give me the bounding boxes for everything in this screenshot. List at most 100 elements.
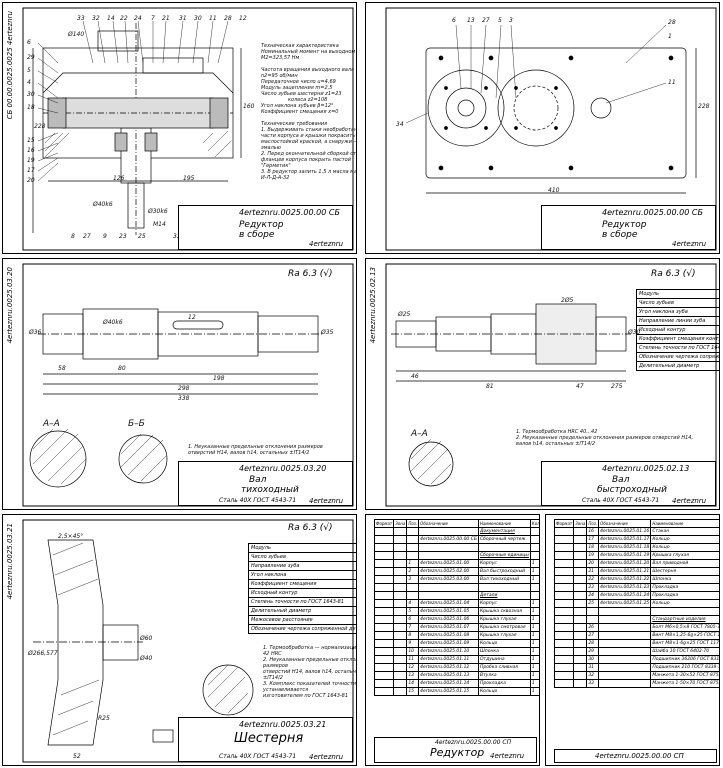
spec-cell: 22 — [586, 575, 600, 584]
part-label: 30 — [27, 91, 35, 98]
param-row: Степень точности по ГОСТ 1643-81-7-С — [636, 343, 719, 353]
spec-cell — [373, 655, 395, 664]
spec-cell: 4erteznru.0025.01.18 — [598, 543, 652, 552]
dim-label: 228 — [34, 123, 46, 130]
spec-cell — [573, 639, 588, 648]
spec-cell — [553, 679, 575, 688]
spec-cell: Прокладка — [650, 591, 719, 600]
spec-cell — [406, 583, 420, 592]
title-block: 4erteznru.0025.00.00 СП — [554, 749, 717, 763]
spec-cell — [598, 647, 652, 656]
dim-label: 2Ø5 — [561, 297, 574, 304]
drawing-title: Редуктор — [430, 746, 485, 759]
spec-cell — [393, 575, 408, 584]
spec-cell — [598, 679, 652, 688]
drawing-title: Редуктор — [239, 220, 284, 230]
param-row: Угол наклонаβ12° — [248, 570, 356, 580]
part-label: 3 — [509, 17, 513, 24]
param-row: Модульm2,5 — [248, 543, 356, 553]
part-label: 12 — [239, 15, 247, 22]
param-cell: Степень точности по ГОСТ 1643-81 — [248, 597, 356, 607]
spec-cell: Стакан — [650, 527, 719, 536]
param-row: Степень точности по ГОСТ 1643-81-7-С — [248, 597, 356, 607]
spec-cell — [393, 559, 408, 568]
part-label: 30 — [194, 15, 202, 22]
param-row: Коэффициент смещенияx0 — [248, 579, 356, 589]
spec-cell — [553, 567, 575, 576]
spec-cell — [393, 687, 408, 696]
spec-cell — [373, 599, 395, 608]
spec-header-cell: Наименование — [650, 519, 719, 528]
spec-header-cell: Наименование — [477, 519, 531, 528]
spec-cell: 29 — [586, 647, 600, 656]
spec-cell: 4erteznru.0025.01.16 — [598, 527, 652, 536]
spec-cell: 4erteznru.0025.01.17 — [598, 535, 652, 544]
spec-cell — [418, 551, 479, 560]
site-name: 4erteznru — [672, 497, 707, 505]
spec-cell — [573, 679, 588, 688]
spec-cell — [393, 591, 408, 600]
dim-label: 195 — [183, 175, 195, 182]
spec-cell: 21 — [586, 567, 600, 576]
table-row: Стандартные изделия — [553, 615, 719, 624]
spec-cell: 11 — [406, 655, 420, 664]
param-row: Коэффициент смещения контураx0 — [636, 334, 719, 344]
spec-cell: Кольцо — [650, 599, 719, 608]
site-name: 4erteznru — [490, 752, 525, 760]
dim-label: Ø60 — [140, 635, 153, 642]
spec-cell: 31 — [586, 663, 600, 672]
dim-label: 46 — [411, 373, 419, 380]
param-cell: Исходный контур — [248, 588, 356, 598]
spec-header-cell: Формат — [553, 519, 575, 528]
drawing-code: 4erteznru.0025.03.20 — [239, 464, 327, 473]
param-cell: Модуль — [248, 543, 356, 553]
param-cell: Число зубьев — [248, 552, 356, 562]
dim-label: 410 — [548, 187, 560, 194]
dim-label: 47 — [576, 383, 584, 390]
spec-cell: Кольцо — [477, 687, 531, 696]
spec-cell: 8 — [406, 631, 420, 640]
param-cell: Коэффициент смещения контура — [636, 334, 719, 344]
param-row: Направление линии зуба-Правое — [636, 316, 719, 326]
spec-cell: Стандартные изделия — [650, 615, 719, 624]
spec-cell: 4erteznru.0025.01.20 — [598, 559, 652, 568]
spec-cell — [573, 535, 588, 544]
spec-cell — [573, 663, 588, 672]
title-block: 4erteznru.0025.03.21 Шестерня Сталь 40Х … — [178, 717, 353, 762]
roughness-mark: Ra 6.3 (√) — [288, 269, 333, 279]
param-cell: Модуль — [636, 289, 719, 299]
spec-cell: 4erteznru.0025.01.14 — [418, 679, 479, 688]
spec-cell — [573, 591, 588, 600]
spec-cell — [553, 615, 575, 624]
sheet-spec-2: ФорматЗонаПоз.ОбозначениеНаименованиеКол… — [545, 514, 720, 766]
shaft-slow-drawing — [22, 263, 354, 507]
spec-cell — [529, 551, 539, 560]
dim-label: Ø266,577 — [28, 650, 58, 657]
spec-cell: 4erteznru.0025.01.24 — [598, 591, 652, 600]
spec-cell — [553, 607, 575, 616]
part-label: 18 — [27, 104, 35, 111]
spec-cell — [393, 551, 408, 560]
spec-cell — [573, 671, 588, 680]
spec-cell — [573, 527, 588, 536]
spec-cell — [393, 535, 408, 544]
spec-cell: Документация — [477, 527, 531, 536]
spec-cell — [418, 583, 479, 592]
dim-label: Ø40k6 — [103, 319, 123, 326]
part-label: 16 — [27, 147, 35, 154]
spec-cell — [406, 591, 420, 600]
spec-cell: 2 — [406, 567, 420, 576]
spec-cell — [553, 599, 575, 608]
sheet-shaft-fast: 4erteznru.0025.02.13 Ra 6.3 (√) А–А 2Ø5 … — [365, 258, 720, 510]
material: Сталь 40Х ГОСТ 4543-71 — [582, 497, 660, 504]
spec-cell — [373, 631, 395, 640]
spec-cell — [553, 559, 575, 568]
